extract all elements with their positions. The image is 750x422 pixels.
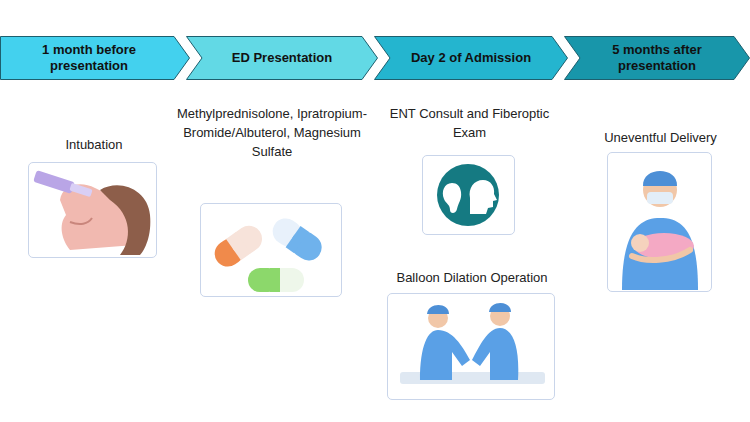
event-picture-box: Methylprednisolone, Ipratropium-Bromide/… [200, 203, 342, 297]
event-label: Methylprednisolone, Ipratropium-Bromide/… [166, 104, 378, 161]
phase-label: Day 2 of Admission [394, 36, 548, 80]
intubation-illustration [33, 170, 150, 255]
event-label: ENT Consult and Fiberoptic Exam [383, 104, 556, 142]
event-picture-box: Intubation [28, 162, 157, 258]
timeline-chevron: Day 2 of Admission [374, 36, 568, 80]
pills-illustration [210, 213, 327, 292]
event-label: Intubation [9, 135, 179, 154]
event-label: Balloon Dilation Operation [368, 268, 576, 287]
timeline-chevron: 5 months after presentation [564, 36, 750, 80]
phase-label: 1 month before presentation [8, 36, 170, 80]
timeline-chevron: 1 month before presentation [0, 36, 190, 80]
surgery-illustration [400, 303, 545, 384]
timeline-chevron: ED Presentation [186, 36, 378, 80]
delivery-illustration [622, 171, 698, 290]
event-label: Uneventful Delivery [568, 128, 750, 147]
event-picture-box: Uneventful Delivery [607, 152, 712, 292]
phase-label: ED Presentation [206, 36, 358, 80]
ent-icon [437, 164, 499, 226]
event-picture-box: ENT Consult and Fiberoptic Exam [422, 155, 515, 235]
event-picture-box: Balloon Dilation Operation [387, 293, 555, 400]
phase-label: 5 months after presentation [584, 36, 730, 80]
